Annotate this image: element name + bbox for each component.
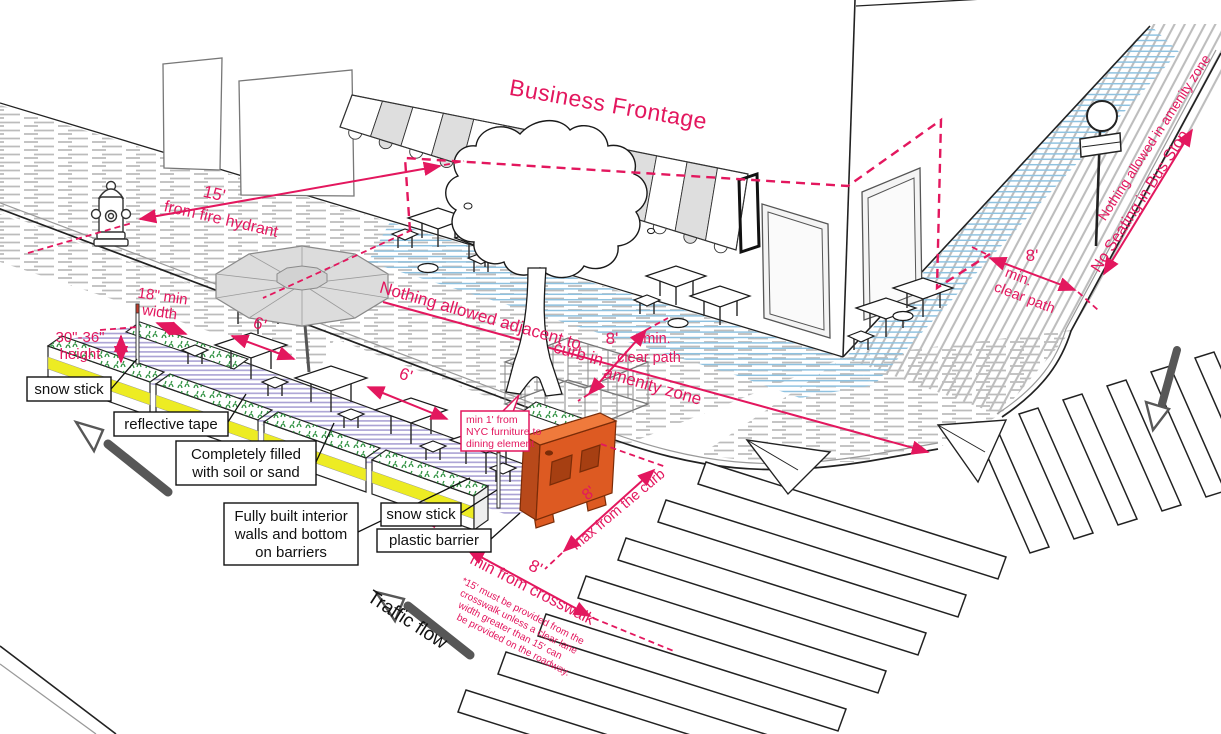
fire-hydrant [90, 180, 132, 247]
table-spacing-arrow-1 [230, 334, 296, 361]
storefront-window-front [761, 203, 831, 339]
traffic-flow-label: Traffic flow [363, 587, 451, 654]
reflective-tape-callout: reflective tape [113, 411, 229, 437]
min-from-crosswalk-value: 8' [526, 556, 546, 579]
snow-stick-right-marker [496, 443, 501, 509]
snow-stick-left-callout: snow stick [26, 376, 112, 402]
amenity-zone-rule-line [382, 301, 930, 455]
plastic-barrier-text: plastic barrier [389, 532, 479, 549]
curbs [0, 49, 1221, 734]
awning-end-frame [737, 171, 761, 255]
plastic-barrier-callout: plastic barrier [376, 528, 492, 553]
clear-path-center-min: min. [643, 331, 670, 347]
furniture-distance-callout: min 1' from NYC furniture to dining elem… [460, 394, 541, 452]
hydrant-clearance-value: 15' [201, 182, 227, 205]
soil-fill-text-1: Completely filled [191, 446, 301, 463]
barrier-height-label-2: height [60, 346, 102, 363]
table-spacing-arrow-2 [366, 386, 449, 420]
curb-ramps [745, 419, 1008, 496]
traffic-arrow-right [1144, 346, 1181, 433]
umbrella [215, 245, 389, 373]
traffic-arrow-left [73, 419, 173, 497]
table-spacing-value-1: 6' [251, 313, 269, 335]
planter-width-label-2: width [140, 302, 178, 324]
bus-stop-extent-arrow [1103, 128, 1193, 276]
clear-path-center-arrow [587, 328, 648, 396]
furniture-distance-line2: NYC furniture to [466, 426, 541, 438]
barrier-height-label-1: 30"-36" [55, 329, 104, 346]
platform-deck [44, 324, 598, 516]
snow-stick-right-callout: snow stick [380, 502, 462, 527]
snow-stick-left-marker [135, 303, 140, 365]
dining-platform [44, 245, 618, 532]
tree [445, 119, 655, 397]
soil-fill-text-2: with soil or sand [191, 464, 300, 481]
reflective-tape-text: reflective tape [124, 416, 217, 433]
interior-walls-text-2: walls and bottom [234, 526, 348, 543]
sidewalk-hatch-right [845, 24, 1221, 415]
storefront-window-side [861, 167, 923, 321]
clear-path-right-arrow [988, 256, 1077, 292]
table-spacing-value-2: 6' [397, 364, 415, 386]
callout-boxes: snow stick reflective tape Completely fi… [26, 358, 521, 566]
interior-walls-text-3: on barriers [255, 544, 327, 561]
min-from-crosswalk-arrow [466, 549, 592, 617]
clear-path-center-value: 8' [606, 329, 619, 348]
max-from-curb-arrow [562, 468, 656, 553]
soil-fill-callout: Completely filled with soil or sand [175, 440, 317, 486]
snow-stick-left-text: snow stick [34, 381, 104, 398]
bus-sign-disc [1086, 100, 1118, 132]
interior-walls-text-1: Fully built interior [234, 508, 347, 525]
hydrant-clearance-arrow [138, 161, 442, 224]
furniture-distance-line3: dining element [466, 438, 534, 450]
clear-path-center-label: clear path [617, 350, 681, 366]
sidewalk-cafe-tables [391, 207, 954, 351]
furniture-distance-line1: min 1' from [466, 414, 518, 426]
snow-stick-right-text: snow stick [386, 506, 456, 523]
interior-walls-callout: Fully built interior walls and bottom on… [223, 502, 359, 566]
planter-width-label-1: 18" min [137, 285, 189, 309]
traffic-arrow-bottom: Traffic flow [363, 587, 475, 660]
clear-path-right-value: 8' [1026, 246, 1039, 265]
